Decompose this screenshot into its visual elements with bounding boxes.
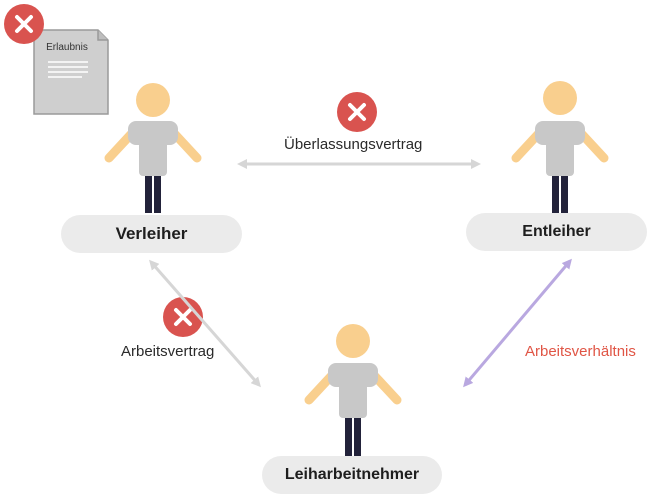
person-verleiher-icon [104, 83, 202, 213]
relation-arbeitsvertrag-label: Arbeitsvertrag [121, 343, 215, 360]
document-title: Erlaubnis [46, 42, 88, 53]
document-text-lines-icon [48, 61, 88, 78]
arrow-arbeitsvertrag [149, 259, 261, 388]
person-leiharbeitnehmer-icon [304, 324, 402, 456]
node-verleiher: Verleiher [61, 215, 242, 253]
relation-ueberlassungsvertrag-label: Überlassungsvertrag [284, 136, 423, 153]
cross-badge-ueberlassungsvertrag-icon [337, 92, 377, 132]
cross-badge-arbeitsvertrag-icon [163, 297, 203, 337]
node-leiharbeitnehmer: Leiharbeitnehmer [262, 456, 442, 494]
node-verleiher-label: Verleiher [115, 224, 188, 243]
permit-document-icon: Erlaubnis [33, 29, 109, 115]
node-entleiher-label: Entleiher [522, 223, 591, 240]
person-entleiher-icon [511, 81, 609, 213]
node-leiharbeitnehmer-label: Leiharbeitnehmer [284, 466, 420, 483]
arrow-arbeitsverhaeltnis [463, 258, 572, 388]
relation-arbeitsverhaeltnis-label: Arbeitsverhältnis [525, 343, 636, 360]
cross-badge-permit-icon [4, 4, 44, 44]
node-entleiher: Entleiher [466, 213, 647, 251]
